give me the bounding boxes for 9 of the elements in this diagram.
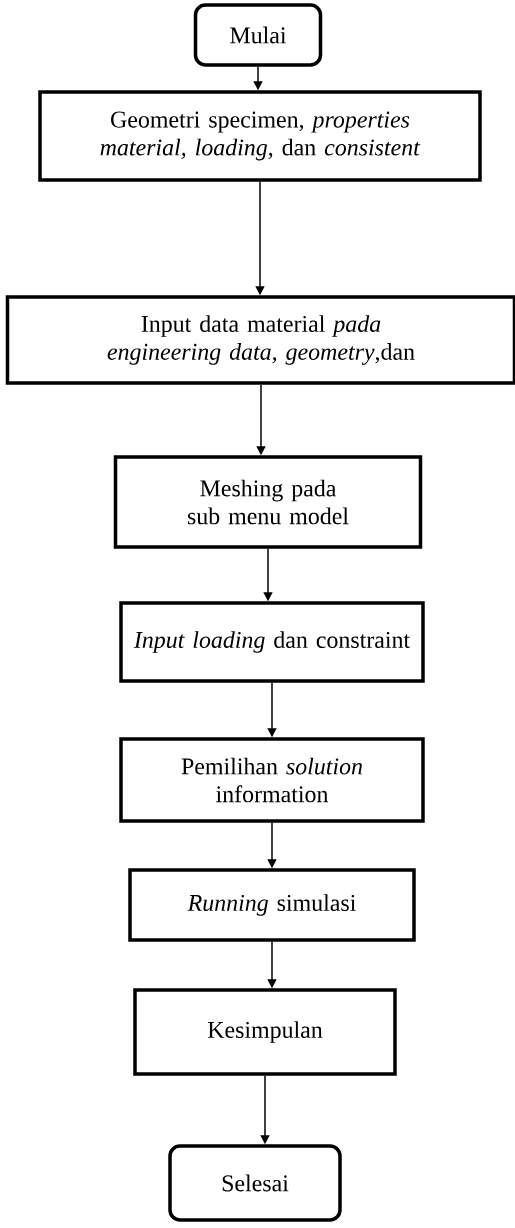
terminal-box: Selesai: [168, 1144, 342, 1222]
process-box: Input loading dan constraint: [119, 601, 425, 683]
process-box: Meshing pada sub menu model: [113, 455, 423, 549]
process-box: Kesimpulan: [133, 988, 397, 1076]
process-box: Pemilihan solution information: [119, 737, 425, 823]
terminal-box: Mulai: [193, 3, 323, 67]
process-box: Running simulasi: [128, 868, 416, 942]
process-box: Input data material pada engineering data, geometry,dan: [5, 295, 515, 385]
process-box: Geometri specimen, properties material, loading, dan consistent: [38, 90, 482, 182]
